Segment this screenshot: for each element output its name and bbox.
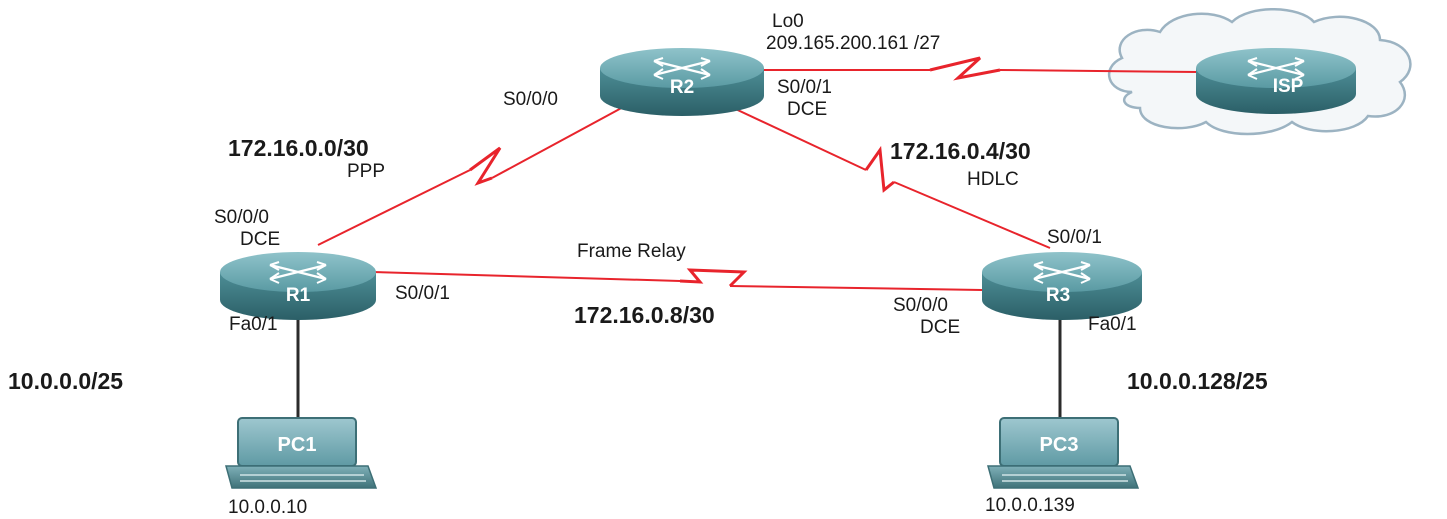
router-r1[interactable]: R1 — [220, 252, 376, 320]
lan-r3-network: 10.0.0.128/25 — [1127, 368, 1268, 394]
r1-fa01-label: Fa0/1 — [229, 314, 278, 335]
router-isp[interactable]: ISP — [1196, 48, 1356, 114]
r1-r2-network: 172.16.0.0/30 — [228, 135, 369, 161]
serial-link-r1-r3 — [371, 268, 983, 291]
pc3[interactable]: PC3 — [987, 417, 1140, 489]
router-r3-label: R3 — [1046, 285, 1070, 306]
pc1-ip-address: 10.0.0.10 — [228, 497, 308, 518]
r1-r2-encapsulation: PPP — [347, 161, 386, 182]
pc3-label: PC3 — [1040, 434, 1079, 456]
r1-s001-label: S0/0/1 — [395, 283, 450, 304]
r1-r3-network: 172.16.0.8/30 — [574, 302, 715, 328]
router-r2[interactable]: R2 — [600, 48, 764, 116]
r2-loopback-address: 209.165.200.161 /27 — [766, 33, 941, 54]
r3-fa01-label: Fa0/1 — [1088, 314, 1137, 335]
pc1[interactable]: PC1 — [225, 417, 378, 489]
r1-s000-label: S0/0/0 — [214, 207, 269, 228]
serial-link-r2-isp — [764, 56, 1199, 81]
r1-r3-encapsulation: Frame Relay — [577, 241, 686, 262]
router-r2-label: R2 — [670, 77, 694, 98]
r3-s000-role: DCE — [920, 317, 961, 338]
pc1-label: PC1 — [278, 434, 317, 456]
pc3-ip-address: 10.0.0.139 — [985, 495, 1075, 516]
serial-link-r1-r2 — [317, 97, 641, 246]
r2-loopback-name: Lo0 — [772, 11, 804, 32]
r2-s000-label: S0/0/0 — [503, 89, 558, 110]
router-isp-label: ISP — [1273, 76, 1304, 97]
r2-s001-label: S0/0/1 — [777, 77, 832, 98]
lan-r1-network: 10.0.0.0/25 — [8, 368, 124, 394]
router-r3[interactable]: R3 — [982, 252, 1142, 320]
r1-s000-role: DCE — [240, 229, 281, 250]
r2-r3-network: 172.16.0.4/30 — [890, 138, 1031, 164]
router-r1-label: R1 — [286, 285, 311, 306]
r2-s001-role: DCE — [787, 99, 828, 120]
r3-s000-label: S0/0/0 — [893, 295, 948, 316]
r3-s001-label: S0/0/1 — [1047, 227, 1102, 248]
r2-r3-encapsulation: HDLC — [967, 169, 1019, 190]
